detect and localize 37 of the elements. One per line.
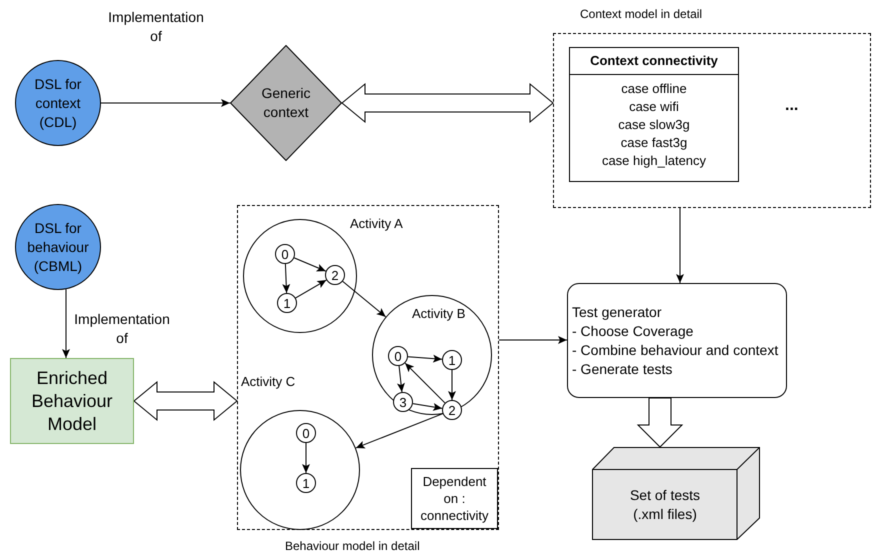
- frame-caption: Behaviour model in detail: [285, 539, 420, 554]
- arrow: [282, 264, 290, 294]
- arrow: [62, 288, 70, 358]
- diamond-label: Generic context: [260, 84, 312, 122]
- cube-label: (.xml files): [633, 504, 697, 524]
- note-box: Dependent on : connectivity: [411, 468, 498, 529]
- block-arrow: [636, 398, 684, 448]
- arrow: [355, 413, 444, 448]
- arrow: [498, 336, 568, 344]
- table-row: case slow3g: [618, 116, 690, 134]
- arrow: [100, 99, 230, 107]
- table-row: case high_latency: [602, 152, 706, 170]
- arrow: [448, 370, 456, 400]
- arrow: [294, 257, 326, 272]
- cube-label: Set of tests: [630, 486, 700, 504]
- arrow: [676, 208, 684, 284]
- table-row: case fast3g: [620, 134, 688, 152]
- arrow: [342, 280, 386, 318]
- table-row: case wifi: [629, 98, 679, 116]
- process-box: Test generator - Choose Coverage - Combine behaviour and context - Generate tests: [567, 283, 787, 398]
- arrow: [404, 362, 446, 404]
- model-box: Enriched Behaviour Model: [10, 358, 134, 444]
- class-table: [569, 47, 739, 182]
- activity-label: Activity A: [350, 216, 403, 232]
- table-header: Context connectivity: [570, 48, 738, 75]
- arrow: [396, 365, 405, 393]
- activity-label: Activity C: [241, 374, 296, 390]
- block-arrow: [341, 82, 554, 124]
- frame-title: Context model in detail: [580, 6, 702, 23]
- arrow: [412, 403, 443, 411]
- activity-label: Activity B: [412, 306, 466, 322]
- arrow: [302, 442, 310, 474]
- block-arrow: [133, 380, 238, 422]
- arrow: [407, 354, 443, 363]
- ellipsis-text: ...: [785, 98, 798, 114]
- arrow: [295, 280, 327, 298]
- table-row: case offline: [621, 80, 687, 98]
